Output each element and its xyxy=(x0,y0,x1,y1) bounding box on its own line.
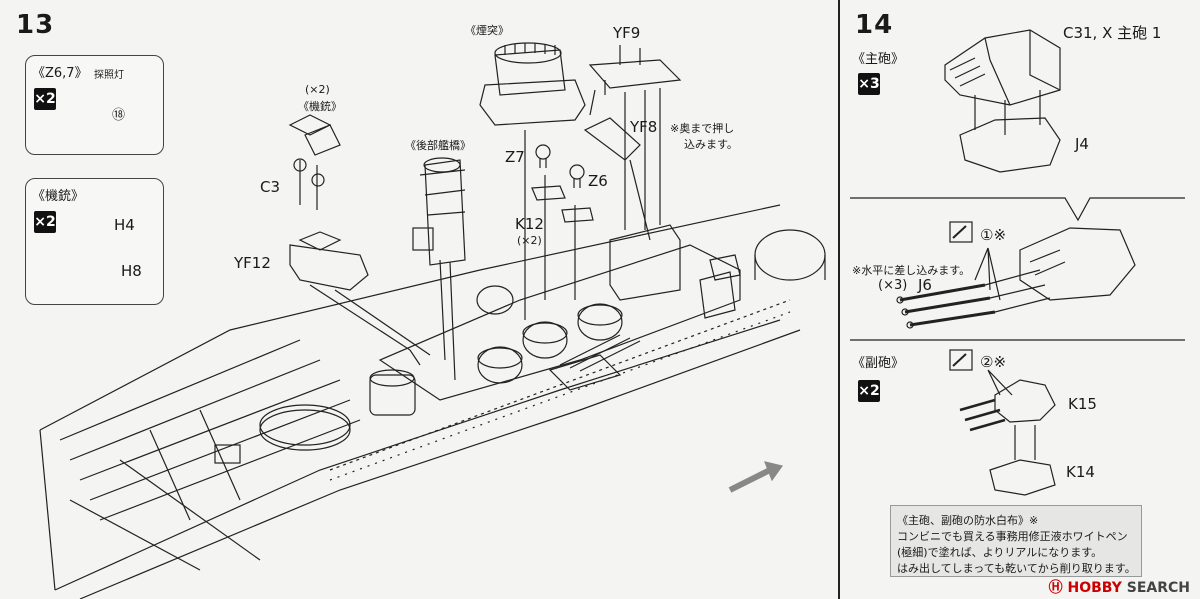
part-label-z7: Z7 xyxy=(505,148,525,166)
watermark-brand: HOBBY xyxy=(1067,580,1122,596)
main-turret-top xyxy=(944,29,1061,106)
part-label-k15: K15 xyxy=(1068,395,1097,413)
tip-line-4: はみ出してしまっても乾いてから削り取ります。 xyxy=(897,562,1136,575)
rear-bridge-tower xyxy=(424,159,466,266)
secondary-gun-qty-badge: ×2 xyxy=(858,380,880,402)
panel-divider xyxy=(838,0,840,599)
tip-line-3: (極細)で塗れば、よりリアルになります。 xyxy=(897,546,1103,559)
part-label-c3: C3 xyxy=(260,178,281,196)
searchlight-part-number: ⑱ xyxy=(112,108,126,123)
watermark-text: SEARCH xyxy=(1126,580,1190,596)
aa-group-count: (×2) xyxy=(305,83,330,96)
superstructure-base xyxy=(378,244,741,401)
k12-count: (×2) xyxy=(517,234,542,247)
yf12-part xyxy=(289,244,369,291)
main-turret-side xyxy=(1019,227,1136,301)
main-gun-qty-badge: ×3 xyxy=(858,73,880,95)
push-note-line-2: 込みます。 xyxy=(684,138,738,151)
aa-box-title: 《機銃》 xyxy=(32,189,85,204)
part-label-yf12: YF12 xyxy=(234,254,271,272)
searchlight-subtitle: 探照灯 xyxy=(94,70,124,81)
push-note-line-1: ※奥まで押し xyxy=(670,122,735,135)
hobby-search-watermark: Ⓗ HOBBY SEARCH xyxy=(1049,577,1190,597)
part-label-yf8: YF8 xyxy=(630,118,658,136)
aa-group-title: 《機銃》 xyxy=(298,100,342,113)
tip-line-1: 《主砲、副砲の防水白布》※ xyxy=(897,514,1039,527)
part-label-j6: J6 xyxy=(918,276,932,294)
aa-gun-box: 《機銃》 ×2 H4 H8 xyxy=(25,178,164,305)
step-13-number: 13 xyxy=(16,10,55,40)
white-canvas-tip-box: 《主砲、副砲の防水白布》※ コンビニでも買える事務用修正液ホワイトペン (極細)… xyxy=(890,505,1142,577)
funnel-label: 《煙突》 xyxy=(465,24,509,37)
k14-base xyxy=(989,459,1056,496)
part-label-j4: J4 xyxy=(1075,135,1089,153)
j4-base xyxy=(959,117,1061,173)
part-label-k14: K14 xyxy=(1066,463,1095,481)
step-14-number: 14 xyxy=(855,10,894,40)
tip-line-2: コンビニでも買える事務用修正液ホワイトペン xyxy=(897,530,1128,543)
part-label-z6: Z6 xyxy=(588,172,608,190)
part-label-k12: K12 xyxy=(515,215,544,233)
aa-box-part-h8: H8 xyxy=(121,262,142,280)
hull-deck-outline xyxy=(39,204,781,431)
barrels-count: (×3) xyxy=(878,278,908,293)
aa-box-part-h4: H4 xyxy=(114,216,135,234)
barrels-marker: ①※ xyxy=(980,226,1007,244)
secondary-gun-title: 《副砲》 xyxy=(852,356,905,371)
rear-bridge-label: 《後部艦橋》 xyxy=(405,139,471,152)
secondary-gun-marker: ②※ xyxy=(980,353,1007,371)
part-label-c31: C31, X 主砲 1 xyxy=(1063,24,1162,42)
deck-turret-ring xyxy=(259,409,351,451)
searchlight-box: 《Z6,7》 探照灯 ×2 ⑱ xyxy=(25,55,164,155)
aa-box-qty-badge: ×2 xyxy=(34,211,56,233)
funnel xyxy=(479,79,586,126)
barrels-insert-note: ※水平に差し込みます。 xyxy=(852,264,971,277)
yf9-plate xyxy=(588,59,682,89)
part-label-yf9: YF9 xyxy=(613,24,641,42)
hobby-search-logo-icon: Ⓗ xyxy=(1048,580,1063,596)
main-gun-title: 《主砲》 xyxy=(852,52,905,67)
searchlight-qty-badge: ×2 xyxy=(34,88,56,110)
searchlight-title: 《Z6,7》 xyxy=(32,66,88,81)
